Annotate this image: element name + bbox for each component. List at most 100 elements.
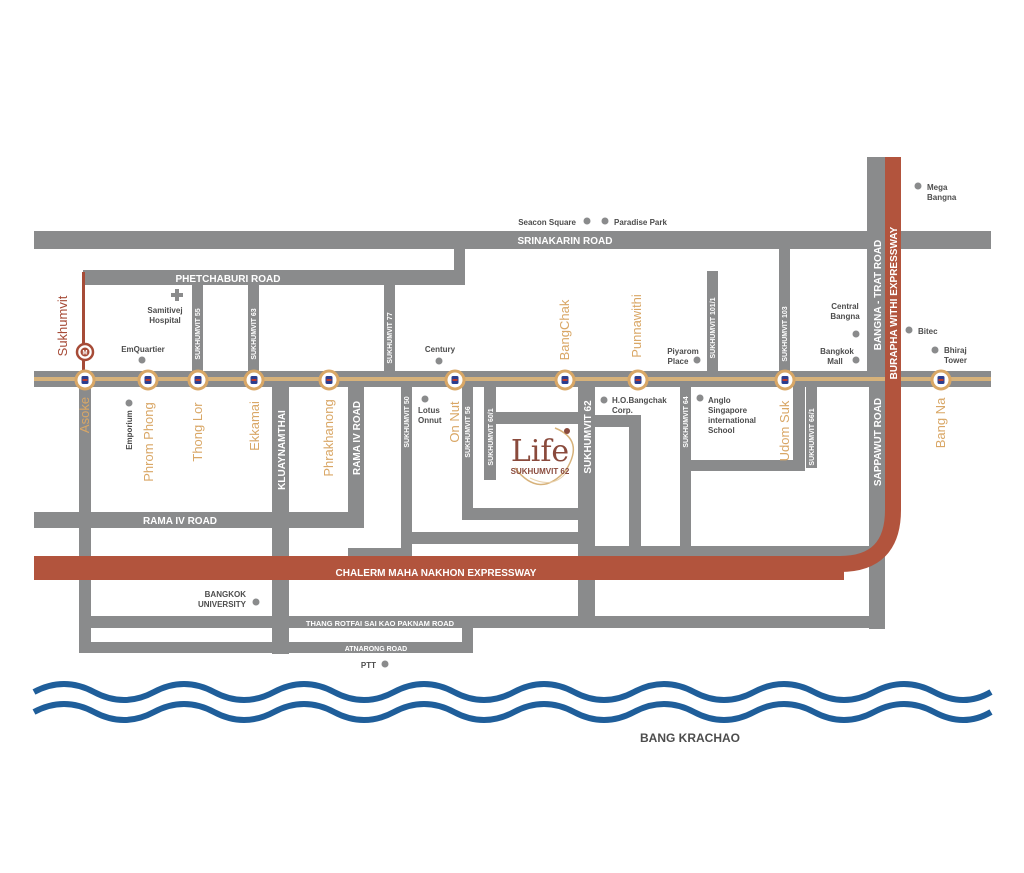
- chalerm-maha-nakhon-expressway[interactable]: [34, 157, 901, 572]
- station-punnawithi[interactable]: [627, 369, 649, 391]
- poi-anglo-dot[interactable]: [696, 394, 704, 402]
- soi-sukhumvit-63[interactable]: [248, 285, 259, 377]
- poi-seacon-dot[interactable]: [583, 217, 591, 225]
- poi-emporium-label: Emporium: [125, 410, 134, 450]
- soi-101-1-label: SUKHUMVIT 101/1: [710, 297, 717, 358]
- srinakarin-road-label: SRINAKARIN ROAD: [518, 236, 613, 247]
- poi-hobangchak-label-2: Corp.: [612, 406, 633, 415]
- poi-mega-bangna-label-2: Bangna: [927, 193, 957, 202]
- thang-rotfai-label: THANG ROTFAI SAI KAO PAKNAM ROAD: [306, 619, 455, 628]
- chalerm-expressway-body: [34, 564, 844, 580]
- poi-emporium-dot[interactable]: [125, 399, 133, 407]
- poi-paradise-dot[interactable]: [601, 217, 609, 225]
- station-on-nut[interactable]: [444, 369, 466, 391]
- poi-hobangchak-dot[interactable]: [600, 396, 608, 404]
- station-phrakhanong[interactable]: [318, 369, 340, 391]
- lower-connector-road: [595, 546, 875, 558]
- soi-64-branch: [680, 460, 805, 471]
- soi-sukhumvit-50[interactable]: [401, 386, 412, 556]
- atnarong-label: ATNARONG ROAD: [345, 646, 407, 653]
- poi-bhiraj-dot[interactable]: [931, 346, 939, 354]
- bang-krachao-label: BANG KRACHAO: [640, 731, 740, 745]
- soi-64-label: SUKHUMVIT 64: [683, 396, 690, 447]
- poi-emquartier-label: EmQuartier: [121, 345, 165, 354]
- poi-piyarom-dot[interactable]: [693, 356, 701, 364]
- soi-sukhumvit-77[interactable]: [384, 285, 395, 377]
- chao-phraya-river: [32, 681, 993, 723]
- station-udom-suk-label: Udom Suk: [777, 400, 792, 461]
- mrt-sukhumvit-station[interactable]: M: [75, 342, 95, 362]
- station-udom-suk[interactable]: [774, 369, 796, 391]
- kluaynamthai-road[interactable]: [272, 386, 289, 654]
- poi-bu-dot[interactable]: [252, 598, 260, 606]
- poi-bangkok-mall-label-1: Bangkok: [820, 347, 854, 356]
- station-bangchak[interactable]: [554, 369, 576, 391]
- poi-central-label-1: Central: [831, 302, 859, 311]
- poi-century-label: Century: [425, 345, 456, 354]
- logo-subtitle: SUKHUMVIT 62: [511, 467, 570, 476]
- station-bangchak-label: BangChak: [557, 299, 572, 360]
- sukhumvit-62-label: SUKHUMVIT 62: [583, 400, 594, 474]
- station-ekkamai-label: Ekkamai: [247, 401, 262, 451]
- thang-rotfai-road[interactable]: [79, 616, 885, 628]
- poi-lotus-dot[interactable]: [421, 395, 429, 403]
- station-phrom-phong[interactable]: [137, 369, 159, 391]
- soi-sukhumvit-101-1[interactable]: [707, 271, 718, 377]
- poi-ptt-dot[interactable]: [381, 660, 389, 668]
- mrt-sukhumvit-label: Sukhumvit: [55, 295, 70, 356]
- poi-hobangchak-label-1: H.O.Bangchak: [612, 396, 667, 405]
- logo-location-dot: [564, 428, 570, 434]
- soi-56-bottom: [462, 508, 584, 520]
- rama4-vertical-label: RAMA IV ROAD: [352, 401, 363, 475]
- poi-samitivej-label-1: Samitivej: [147, 306, 182, 315]
- station-thong-lor[interactable]: [187, 369, 209, 391]
- poi-century-dot[interactable]: [435, 357, 443, 365]
- river-wave-top: [32, 681, 993, 703]
- bangna-trat-road[interactable]: [867, 157, 885, 376]
- poi-central-dot[interactable]: [852, 330, 860, 338]
- burapha-label: BURAPHA WITHI EXPRESSWAY: [889, 226, 900, 379]
- poi-anglo-label-3: international: [708, 416, 756, 425]
- bts-line: [34, 377, 991, 381]
- poi-ptt-label: PTT: [361, 661, 376, 670]
- points-of-interest: Seacon Square Paradise Park Mega Bangna …: [121, 182, 967, 670]
- bangna-trat-label: BANGNA - TRAT ROAD: [873, 240, 884, 351]
- soi-56-label: SUKHUMVIT 56: [465, 406, 472, 457]
- station-ekkamai[interactable]: [243, 369, 265, 391]
- soi-66-1-label: SUKHUMVIT 66/1: [809, 408, 816, 465]
- poi-samitivej-label-2: Hospital: [149, 316, 181, 325]
- station-punnawithi-label: Punnawithi: [629, 294, 644, 358]
- station-phrom-phong-label: Phrom Phong: [141, 402, 156, 482]
- soi-sukhumvit-66-1[interactable]: [806, 386, 817, 468]
- hospital-cross-icon[interactable]: [171, 289, 183, 301]
- soi-sukhumvit-56[interactable]: [462, 386, 473, 520]
- poi-anglo-label-2: Singapore: [708, 406, 748, 415]
- poi-seacon-label: Seacon Square: [518, 218, 576, 227]
- soi-60-1-top: [484, 412, 584, 424]
- station-bang-na-label: Bang Na: [933, 397, 948, 448]
- project-logo[interactable]: Life SUKHUMVIT 62: [511, 427, 575, 486]
- bts-stations: [74, 369, 952, 391]
- poi-piyarom-label-1: Piyarom: [667, 347, 699, 356]
- srinakarin-road[interactable]: [34, 231, 991, 249]
- station-asoke[interactable]: [74, 369, 96, 391]
- poi-lotus-label-1: Lotus: [418, 406, 440, 415]
- rama4-vertical-road[interactable]: [348, 386, 364, 526]
- soi-sukhumvit-55[interactable]: [192, 285, 203, 377]
- poi-anglo-label-4: School: [708, 426, 735, 435]
- soi-50-label: SUKHUMVIT 50: [404, 396, 411, 447]
- poi-bitec-dot[interactable]: [905, 326, 913, 334]
- phetchaburi-road-label: PHETCHABURI ROAD: [176, 274, 281, 285]
- poi-central-label-2: Bangna: [830, 312, 860, 321]
- poi-lotus-label-2: Onnut: [418, 416, 442, 425]
- atnarong-road[interactable]: [79, 642, 473, 653]
- soi-sukhumvit-103[interactable]: [779, 249, 790, 377]
- poi-mega-bangna-dot[interactable]: [914, 182, 922, 190]
- phetchaburi-road[interactable]: [83, 270, 465, 285]
- station-bang-na[interactable]: [930, 369, 952, 391]
- soi-sukhumvit-60-1[interactable]: [484, 386, 496, 480]
- poi-emquartier-dot[interactable]: [138, 356, 146, 364]
- poi-bangkok-mall-dot[interactable]: [852, 356, 860, 364]
- poi-mega-bangna-label-1: Mega: [927, 183, 948, 192]
